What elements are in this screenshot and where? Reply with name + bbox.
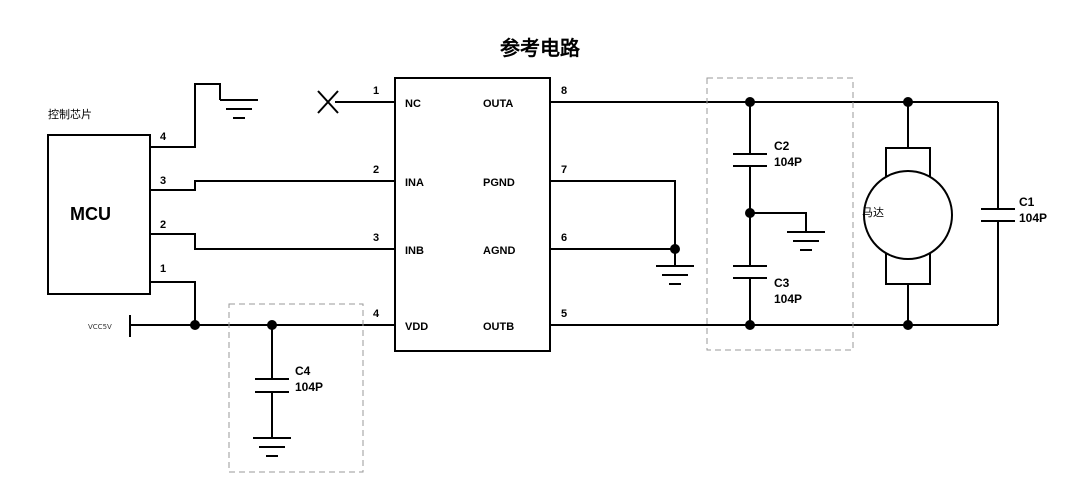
ic-pin-1-num: 1 — [373, 85, 379, 97]
capacitor-c4 — [255, 378, 289, 393]
ic-pin-7-num: 7 — [561, 164, 567, 176]
motor-icon — [863, 147, 953, 285]
c1-value: 104P — [1019, 211, 1047, 225]
capacitor-c2 — [733, 153, 767, 167]
ic-pin-5-num: 5 — [561, 308, 567, 320]
capacitor-c1 — [981, 208, 1015, 222]
ground-symbol-ic — [656, 265, 694, 285]
ic-pin-5-name: OUTB — [483, 321, 514, 333]
c1-ref: C1 — [1019, 195, 1035, 209]
c4-dashed-box — [228, 303, 364, 473]
c2-ref: C2 — [774, 139, 790, 153]
mcu-block — [47, 134, 151, 295]
ic-pin-6-num: 6 — [561, 232, 567, 244]
ic-pin-3-name: INB — [405, 245, 424, 257]
c4-ref: C4 — [295, 364, 311, 378]
mcu-pin-2: 2 — [160, 219, 166, 231]
ic-pin-1-name: NC — [405, 98, 421, 110]
no-connect-x-icon — [317, 90, 339, 114]
supply-label: VCC5V — [88, 323, 112, 331]
c4-value: 104P — [295, 380, 323, 394]
ic-pin-8-name: OUTA — [483, 98, 513, 110]
ic-pin-6-name: AGND — [483, 245, 515, 257]
diagram-title: 参考电路 — [500, 36, 581, 60]
ground-symbol-top — [220, 99, 258, 119]
ic-pin-8-num: 8 — [561, 85, 567, 97]
c3-value: 104P — [774, 292, 802, 306]
c3-ref: C3 — [774, 276, 790, 290]
junction-vdd-mcu — [190, 320, 200, 330]
mcu-name: MCU — [70, 204, 111, 224]
ic-pin-3-num: 3 — [373, 232, 379, 244]
wire-mcu-ina — [150, 180, 395, 191]
ic-pin-4-name: VDD — [405, 321, 428, 333]
ic-pin-7-name: PGND — [483, 177, 515, 189]
ground-symbol-c2-c3 — [787, 231, 825, 251]
capacitor-c3 — [733, 265, 767, 279]
wire-mcu-inb — [150, 233, 395, 250]
motor-label: 马达 — [862, 206, 884, 219]
mcu-pin-3: 3 — [160, 175, 166, 187]
mcu-pin-4: 4 — [160, 131, 167, 143]
wire-pgnd — [550, 180, 676, 249]
driver-ic — [394, 77, 551, 352]
mcu-caption: 控制芯片 — [48, 107, 92, 121]
mcu-pin-1: 1 — [160, 263, 166, 275]
ic-pin-2-name: INA — [405, 177, 424, 189]
wire-mcu-vdd — [150, 281, 196, 325]
c2-value: 104P — [774, 155, 802, 169]
ic-pin-4-num: 4 — [373, 308, 380, 320]
ic-pin-2-num: 2 — [373, 164, 379, 176]
wire-c2-c3-gnd — [750, 212, 807, 232]
wire-mcu-gnd — [150, 83, 221, 148]
c2-c3-dashed-box — [706, 77, 854, 351]
ground-symbol-c4 — [253, 437, 291, 457]
